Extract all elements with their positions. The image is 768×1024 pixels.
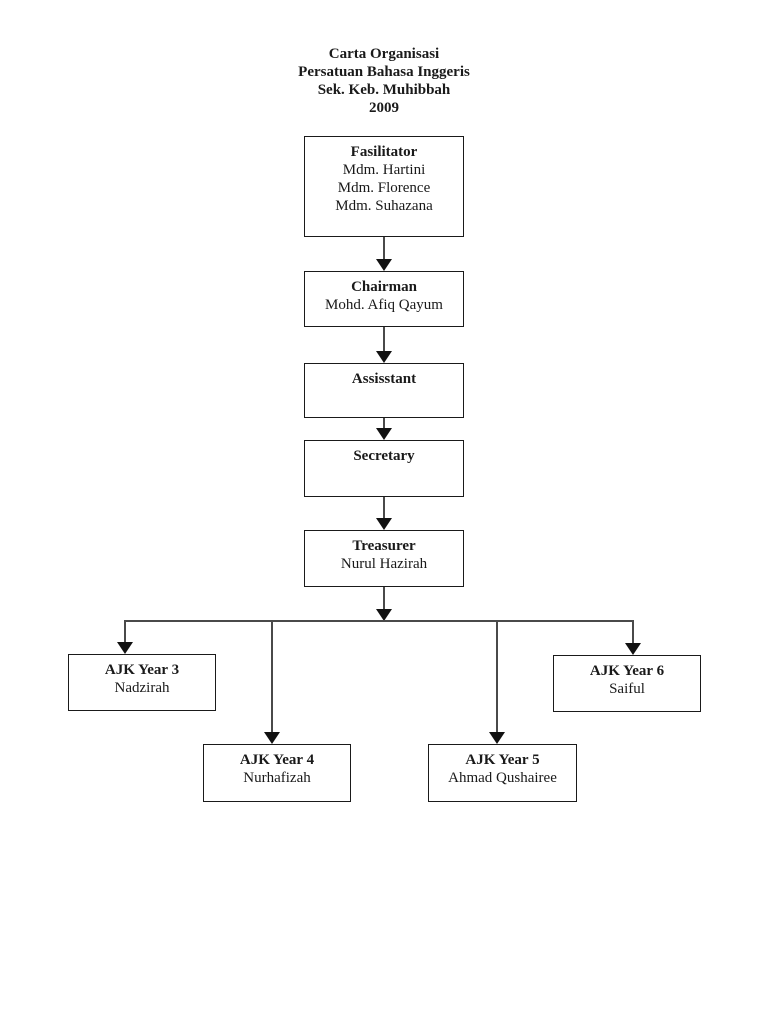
connector-line bbox=[496, 620, 498, 732]
node-fasilitator: Fasilitator Mdm. Hartini Mdm. Florence M… bbox=[304, 136, 464, 237]
node-member: Mdm. Suhazana bbox=[335, 198, 433, 214]
arrowhead-down-icon bbox=[376, 351, 392, 363]
arrowhead-down-icon bbox=[264, 732, 280, 744]
node-chairman: Chairman Mohd. Afiq Qayum bbox=[304, 271, 464, 327]
node-title: AJK Year 3 bbox=[104, 662, 180, 678]
node-ajk-year-6: AJK Year 6 Saiful bbox=[553, 655, 701, 712]
arrowhead-down-icon bbox=[489, 732, 505, 744]
arrowhead-down-icon bbox=[376, 609, 392, 621]
node-ajk-year-3: AJK Year 3 Nadzirah bbox=[68, 654, 216, 711]
node-ajk-year-5: AJK Year 5 Ahmad Qushairee bbox=[428, 744, 577, 802]
node-title: AJK Year 6 bbox=[589, 663, 665, 679]
title-line-1: Carta Organisasi bbox=[328, 46, 440, 62]
node-title: Treasurer bbox=[352, 538, 416, 554]
node-member: Nurul Hazirah bbox=[340, 556, 428, 572]
branch-rail-line bbox=[124, 620, 634, 622]
arrowhead-down-icon bbox=[625, 643, 641, 655]
arrowhead-down-icon bbox=[117, 642, 133, 654]
node-secretary: Secretary bbox=[304, 440, 464, 497]
connector-line bbox=[271, 620, 273, 732]
node-title: Chairman bbox=[351, 279, 417, 295]
title-line-4: 2009 bbox=[369, 100, 399, 116]
node-title: AJK Year 4 bbox=[239, 752, 315, 768]
connector-line bbox=[383, 237, 385, 259]
connector-line bbox=[383, 327, 385, 351]
connector-line bbox=[383, 587, 385, 609]
connector-line bbox=[124, 620, 126, 642]
node-assistant: Assisstant bbox=[304, 363, 464, 418]
title-line-2: Persatuan Bahasa Inggeris bbox=[298, 64, 470, 80]
page-title: Carta Organisasi Persatuan Bahasa Ingger… bbox=[0, 45, 768, 117]
node-member: Mdm. Florence bbox=[337, 180, 431, 196]
arrowhead-down-icon bbox=[376, 518, 392, 530]
connector-line bbox=[383, 497, 385, 518]
node-member: Saiful bbox=[609, 681, 645, 697]
node-title: Assisstant bbox=[351, 371, 417, 387]
title-line-3: Sek. Keb. Muhibbah bbox=[317, 82, 451, 98]
node-member: Nurhafizah bbox=[243, 770, 311, 786]
arrowhead-down-icon bbox=[376, 259, 392, 271]
node-member: Mohd. Afiq Qayum bbox=[325, 297, 443, 313]
node-title: Secretary bbox=[353, 448, 415, 464]
connector-line bbox=[632, 620, 634, 643]
node-treasurer: Treasurer Nurul Hazirah bbox=[304, 530, 464, 587]
node-title: AJK Year 5 bbox=[465, 752, 540, 768]
node-member: Nadzirah bbox=[114, 680, 170, 696]
node-title: Fasilitator bbox=[350, 144, 418, 160]
node-member: Mdm. Hartini bbox=[342, 162, 426, 178]
node-ajk-year-4: AJK Year 4 Nurhafizah bbox=[203, 744, 351, 802]
arrowhead-down-icon bbox=[376, 428, 392, 440]
node-member: Ahmad Qushairee bbox=[448, 770, 557, 786]
connector-line bbox=[383, 418, 385, 428]
